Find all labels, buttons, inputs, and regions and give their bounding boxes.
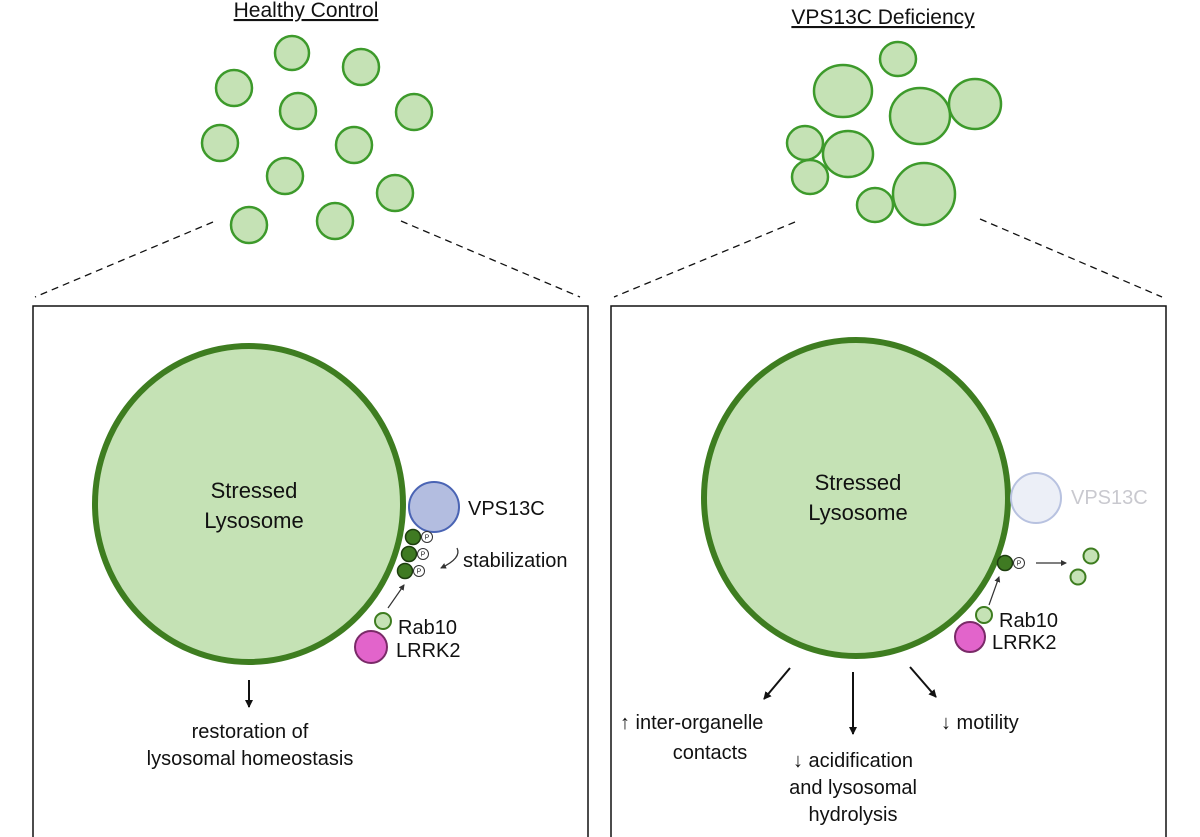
lrrk2-label: LRRK2: [396, 640, 460, 662]
inter-organelle-contacts-line1: ↑ inter-organelle: [620, 712, 763, 734]
phospho-rab10: [396, 562, 414, 580]
small-lysosome: [200, 123, 240, 163]
phosphate-mark: [1013, 557, 1025, 569]
rab10-protein: [374, 612, 392, 630]
lrrk2-label: LRRK2: [992, 632, 1056, 654]
zoom-line-right: [400, 220, 581, 298]
homeostasis-line2: lysosomal homeostasis: [147, 748, 354, 770]
stabilization-arrow: [440, 547, 459, 569]
phosphate-mark-label: P: [425, 535, 430, 542]
deficient-lysosome-cluster: [785, 40, 1003, 227]
enlarged-lysosome: [891, 161, 957, 227]
vps13c-label: VPS13C: [468, 498, 545, 520]
small-lysosome: [229, 205, 269, 245]
phosphate-mark: [413, 565, 425, 577]
deficiency-zoom-panel: [610, 305, 1167, 837]
phospho-rab10: [996, 554, 1014, 572]
zoom-line-left: [613, 221, 796, 298]
small-lysosome: [334, 125, 374, 165]
small-lysosome: [855, 186, 895, 224]
outcome-arrow-contacts: [763, 667, 791, 700]
healthy-control-heading: Healthy Control: [234, 0, 379, 22]
homeostasis-line1: restoration of: [192, 721, 309, 743]
phosphorylation-arrow: [387, 584, 405, 609]
enlarged-lysosome: [947, 77, 1003, 131]
lysosome-label-line1: Stressed: [211, 478, 298, 503]
small-lysosome: [394, 92, 434, 132]
lrrk2-protein: [354, 630, 388, 664]
phospho-rab10: [404, 528, 422, 546]
phosphate-mark-label: P: [1017, 561, 1022, 568]
vps13c-protein: [408, 481, 460, 533]
vps13c-deficiency-heading: VPS13C Deficiency: [791, 6, 975, 29]
small-lysosome: [878, 40, 918, 78]
enlarged-lysosome: [821, 129, 875, 179]
lysosome-label-line1: Stressed: [815, 470, 902, 495]
small-lysosome: [790, 158, 830, 196]
lysosome-label-line2: Lysosome: [808, 500, 907, 525]
released-rab10: [1082, 547, 1100, 565]
small-lysosome: [785, 124, 825, 162]
enlarged-lysosome: [812, 63, 874, 119]
small-lysosome: [273, 34, 311, 72]
small-lysosome: [315, 201, 355, 241]
motility-label: ↓ motility: [941, 712, 1019, 734]
phospho-rab10-stack: P P P: [396, 528, 433, 580]
phosphate-mark: [417, 548, 429, 560]
stabilization-label: stabilization: [463, 550, 568, 572]
small-lysosome: [341, 47, 381, 87]
rab10-protein: [975, 606, 993, 624]
vps13c-protein-absent: [1010, 472, 1062, 524]
lrrk2-protein: [954, 621, 986, 653]
phosphorylation-arrow: [988, 576, 1001, 606]
rab10-label: Rab10: [999, 610, 1058, 632]
phosphate-mark-label: P: [421, 552, 426, 559]
acidification-line2: and lysosomal: [789, 777, 917, 799]
stressed-lysosome-healthy: [92, 343, 406, 665]
healthy-zoom-panel: [32, 305, 589, 837]
stressed-lysosome-deficient: [701, 337, 1011, 659]
zoom-line-right: [979, 218, 1163, 298]
phosphate-mark: [421, 531, 433, 543]
acidification-line1: ↓ acidification: [793, 750, 913, 772]
outcome-arrow-motility: [909, 666, 937, 698]
small-lysosome: [278, 91, 318, 131]
small-lysosome: [265, 156, 305, 196]
vps13c-label-faded: VPS13C: [1071, 487, 1148, 509]
small-lysosome: [214, 68, 254, 108]
inter-organelle-contacts-line2: contacts: [673, 742, 747, 764]
small-lysosome: [375, 173, 415, 213]
rab10-label: Rab10: [398, 617, 457, 639]
acidification-line3: hydrolysis: [809, 804, 898, 826]
phospho-rab10: [400, 545, 418, 563]
phosphate-mark-label: P: [417, 569, 422, 576]
lysosome-label-line2: Lysosome: [204, 508, 303, 533]
enlarged-lysosome: [888, 86, 952, 146]
zoom-line-left: [34, 221, 214, 298]
healthy-lysosome-cluster: [200, 34, 434, 245]
released-rab10: [1069, 568, 1087, 586]
